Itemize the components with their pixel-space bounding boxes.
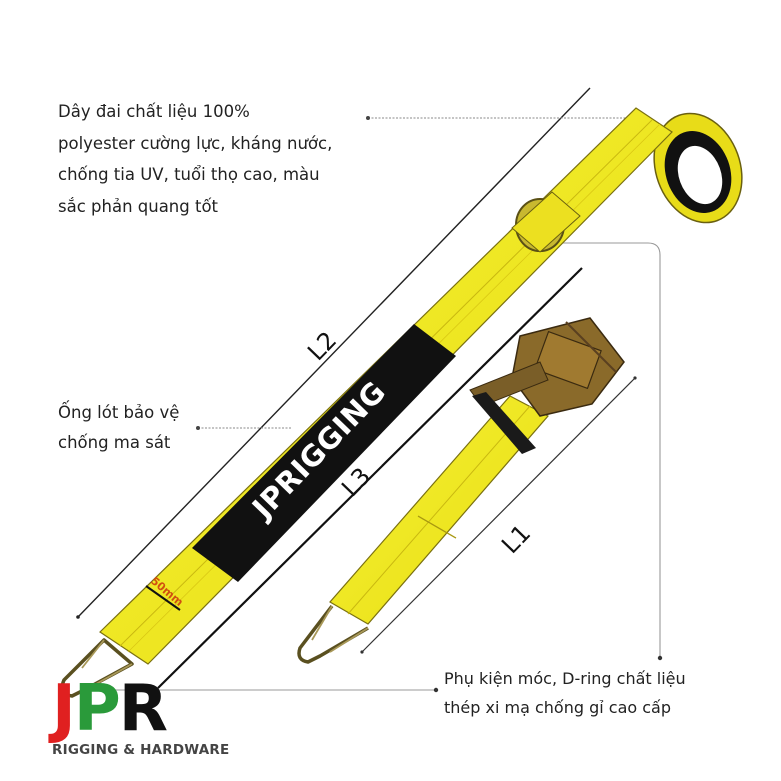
callout-hardware-line-2: thép xi mạ chống gỉ cao cấp bbox=[444, 698, 672, 717]
logo-tagline: RIGGING & HARDWARE bbox=[52, 742, 230, 758]
dimension-label-l2: L2 bbox=[302, 326, 342, 366]
callout-sleeve-line-2: chống ma sát bbox=[58, 433, 171, 452]
callout-hardware: Phụ kiện móc, D-ring chất liệu thép xi m… bbox=[444, 664, 764, 722]
dimension-label-l1: L1 bbox=[496, 519, 536, 559]
leader-line-webbing bbox=[366, 116, 632, 120]
callout-webbing-line-4: sắc phản quang tốt bbox=[58, 196, 219, 216]
dimension-line-l1 bbox=[360, 376, 637, 654]
dimension-line-l2 bbox=[76, 87, 591, 619]
logo-letter-r: R bbox=[118, 672, 168, 746]
leader-line-hardware bbox=[80, 242, 663, 693]
callout-webbing-line-1: Dây đai chất liệu 100% bbox=[58, 102, 250, 121]
callout-webbing-line-3: chống tia UV, tuổi thọ cao, màu bbox=[58, 165, 320, 184]
callout-hardware-line-1: Phụ kiện móc, D-ring chất liệu bbox=[444, 669, 686, 688]
ratchet-buckle bbox=[469, 317, 625, 454]
short-strap bbox=[297, 317, 625, 664]
callout-sleeve-line-1: Ống lót bảo vệ bbox=[58, 403, 180, 422]
logo-letter-j: J bbox=[52, 672, 76, 746]
sleeve-brand-text: JPRIGGING bbox=[244, 375, 392, 527]
dimension-line-l3 bbox=[157, 267, 583, 689]
callout-webbing-material: Dây đai chất liệu 100% polyester cường l… bbox=[58, 96, 358, 222]
callout-protective-sleeve: Ống lót bảo vệ chống ma sát bbox=[58, 398, 238, 458]
logo-letter-p: P bbox=[73, 672, 121, 746]
logo-mark: JPR bbox=[52, 677, 168, 741]
leader-line-sleeve bbox=[196, 426, 292, 430]
brand-logo: JPR RIGGING & HARDWARE bbox=[52, 677, 242, 768]
long-strap: JPRIGGING 50mm bbox=[60, 107, 743, 698]
callout-webbing-line-2: polyester cường lực, kháng nước, bbox=[58, 133, 333, 153]
